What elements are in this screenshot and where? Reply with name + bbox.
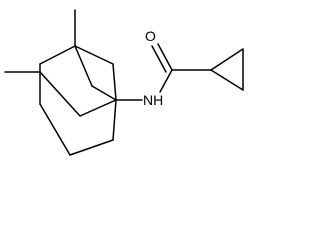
bond-n-carbonyl <box>159 69 173 93</box>
bond-cage-10 <box>39 103 71 156</box>
oxygen-label: O <box>145 28 156 44</box>
bond-cage-1 <box>39 45 76 65</box>
bond-cyclopropane-3 <box>210 69 244 91</box>
amide-nitrogen-label: NH <box>143 92 163 108</box>
chemical-structure: O NH <box>4 9 244 156</box>
bond-cage-6 <box>112 63 117 101</box>
bond-cage-2 <box>74 45 114 65</box>
bond-cage-9 <box>79 99 117 117</box>
bond-cage-7 <box>91 85 117 101</box>
bond-cage-8 <box>39 71 81 117</box>
bond-carbonyl-1 <box>157 43 173 71</box>
bond-cage-11 <box>69 139 114 156</box>
bond-cage-3 <box>74 45 93 87</box>
bond-cyclopropane-1 <box>210 48 244 71</box>
bond-carbonyl-2 <box>151 45 167 73</box>
bond-cage-12 <box>112 99 117 141</box>
